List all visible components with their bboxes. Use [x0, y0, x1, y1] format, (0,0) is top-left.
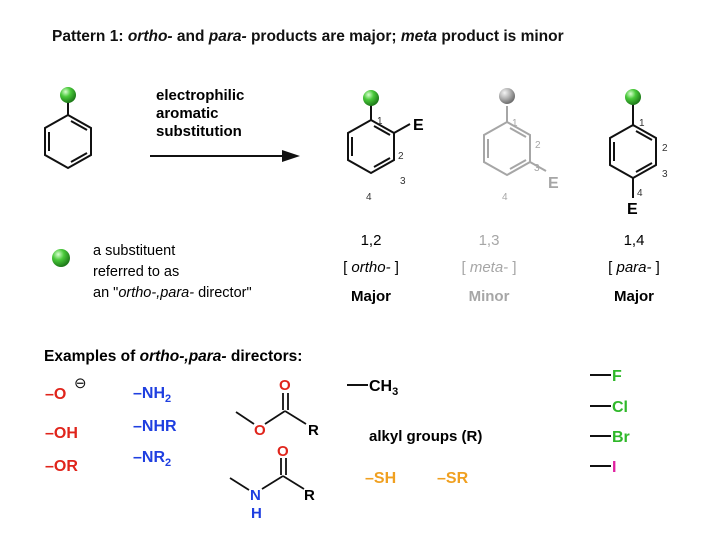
meta-locant-label: 1,3 — [479, 232, 500, 249]
meta-status-label: Minor — [469, 288, 510, 305]
meta-pos-2: 2 — [535, 140, 541, 151]
para-pos-3: 3 — [662, 169, 668, 180]
example-methyl: CH3 — [369, 378, 398, 398]
example-thiol: –SH — [365, 470, 396, 487]
examples-heading: Examples of ortho-,para- directors: — [44, 348, 302, 365]
example-alkylamino: –NHR — [133, 418, 177, 435]
example-oxide: –O — [45, 386, 66, 403]
amide-carbonyl-o: O — [277, 443, 289, 460]
para-product-ring — [609, 104, 657, 198]
meta-substituent-ball-icon — [499, 88, 515, 104]
example-thioether: –SR — [437, 470, 469, 487]
para-pos-1: 1 — [639, 118, 645, 129]
meta-pos-3: 3 — [534, 163, 540, 174]
arrow-label-line2: aromatic — [156, 105, 219, 122]
meta-pos-4: 4 — [502, 192, 508, 203]
ortho-pos-2: 2 — [398, 151, 404, 162]
ortho-status-label: Major — [351, 288, 391, 305]
example-hydroxy: –OH — [45, 425, 78, 442]
ortho-product-ring — [347, 104, 411, 175]
example-fluoro: F — [612, 368, 622, 385]
substituent-ball-icon — [60, 87, 76, 103]
ortho-substituent-ball-icon — [363, 90, 379, 106]
legend-line1: a substituent — [93, 243, 175, 259]
meta-name-label: [ meta- ] — [461, 259, 516, 276]
oxide-charge-icon: ⊖ — [74, 375, 87, 392]
meta-product-ring — [483, 106, 547, 177]
ortho-pos-4: 4 — [366, 192, 372, 203]
ortho-locant-label: 1,2 — [361, 232, 382, 249]
amide-structure — [229, 458, 305, 491]
legend-line3: an "ortho-,para- director" — [93, 285, 252, 301]
example-iodo: I — [612, 459, 616, 476]
ortho-pos-3: 3 — [400, 176, 406, 187]
legend-line2: referred to as — [93, 264, 179, 280]
para-locant-label: 1,4 — [624, 232, 645, 249]
ortho-pos-1: 1 — [377, 116, 383, 127]
starting-benzene — [44, 101, 92, 170]
example-alkyl-groups: alkyl groups (R) — [369, 428, 482, 445]
para-status-label: Major — [614, 288, 654, 305]
para-pos-4: 4 — [637, 188, 643, 199]
ortho-name-label: [ ortho- ] — [343, 259, 399, 276]
meta-pos-1: 1 — [512, 118, 518, 129]
ortho-electrophile: E — [413, 117, 424, 134]
amide-h: H — [251, 505, 262, 522]
ester-ether-o: O — [254, 422, 266, 439]
meta-electrophile: E — [548, 175, 559, 192]
ester-structure — [235, 393, 307, 425]
para-electrophile: E — [627, 201, 638, 218]
example-dialkylamino: –NR2 — [133, 449, 171, 469]
para-substituent-ball-icon — [625, 89, 641, 105]
ester-r: R — [308, 422, 319, 439]
example-amino: –NH2 — [133, 385, 171, 405]
example-bromo: Br — [612, 429, 630, 446]
arrow-label-line1: electrophilic — [156, 87, 244, 104]
example-alkoxy: –OR — [45, 458, 78, 475]
page-title: Pattern 1: ortho- and para- products are… — [52, 28, 564, 45]
reaction-arrow — [150, 150, 300, 162]
arrow-label-line3: substitution — [156, 123, 242, 140]
para-pos-2: 2 — [662, 143, 668, 154]
legend-ball-icon — [52, 249, 70, 267]
ester-carbonyl-o: O — [279, 377, 291, 394]
para-name-label: [ para- ] — [608, 259, 660, 276]
example-chloro: Cl — [612, 399, 628, 416]
halogen-bonds — [590, 374, 611, 467]
amide-r: R — [304, 487, 315, 504]
amide-n: N — [250, 487, 261, 504]
